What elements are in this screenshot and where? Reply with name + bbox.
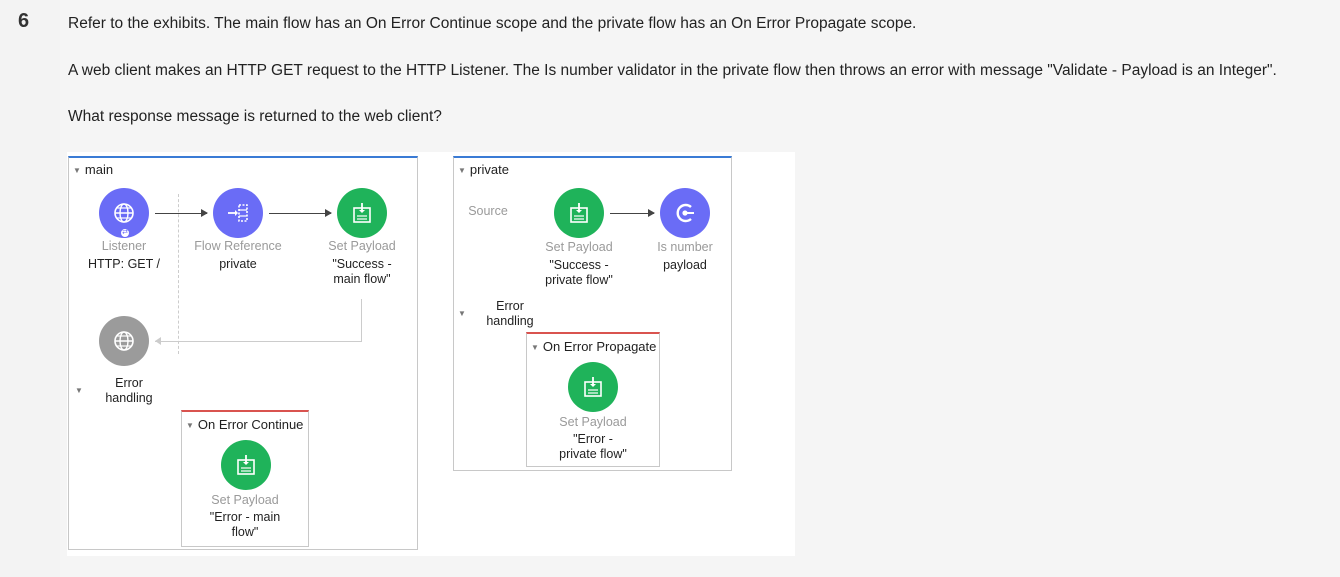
on-error-propagate-title: ▼On Error Propagate <box>531 339 657 354</box>
private-setpayload-type-label: Set Payload <box>545 240 613 254</box>
flowref-name-label: private <box>219 257 257 271</box>
propagate-setpayload-value-line2: private flow" <box>559 447 627 461</box>
question-text-line3: What response message is returned to the… <box>68 108 442 125</box>
response-globe-icon[interactable] <box>99 316 149 366</box>
set-payload-icon[interactable] <box>337 188 387 238</box>
error-setpayload-type-label: Set Payload <box>211 493 279 507</box>
return-line-horizontal <box>155 341 362 342</box>
propagate-setpayload-value-line1: "Error - <box>573 432 613 446</box>
source-separator <box>178 194 179 354</box>
isnumber-type-label: Is number <box>657 240 713 254</box>
private-setpayload-value-line1: "Success - <box>549 258 609 272</box>
propagate-setpayload-type-label: Set Payload <box>559 415 627 429</box>
listener-response-badge-icon: ⇄ <box>120 228 130 238</box>
question-gutter: 6 <box>0 0 60 577</box>
arrow-flowref-to-setpayload <box>269 209 332 217</box>
setpayload-type-label: Set Payload <box>328 239 396 253</box>
private-error-handling-line2: handling <box>486 314 534 328</box>
question-text-line1: Refer to the exhibits. The main flow has… <box>68 15 917 32</box>
error-setpayload-value-line2: flow" <box>231 525 259 539</box>
return-line-vertical <box>361 299 362 341</box>
setpayload-value-line2: main flow" <box>333 272 391 286</box>
on-error-continue-scope: ▼On Error Continue Set Payload "Error - … <box>181 410 309 547</box>
question-text-line2: A web client makes an HTTP GET request t… <box>68 62 1277 79</box>
setpayload-value-line1: "Success - <box>332 257 392 271</box>
error-handling-label-line2: handling <box>105 391 153 405</box>
on-error-continue-title: ▼On Error Continue <box>186 417 304 432</box>
private-error-handling-line1: Error <box>496 299 524 313</box>
flow-reference-icon[interactable] <box>213 188 263 238</box>
private-error-handling-collapse-icon[interactable]: ▼ <box>458 309 466 318</box>
error-handling-label-line1: Error <box>115 376 143 390</box>
exhibit-image: ▼main ⇄ Listener HTTP: GET / Flow Refere… <box>67 152 795 556</box>
private-set-payload-icon[interactable] <box>554 188 604 238</box>
listener-name-label: HTTP: GET / <box>88 257 160 271</box>
main-flow-title: ▼main <box>73 162 114 177</box>
arrow-setpayload-to-isnumber <box>610 209 655 217</box>
source-placeholder-label: Source <box>468 204 508 218</box>
is-number-validation-icon[interactable] <box>660 188 710 238</box>
flowref-type-label: Flow Reference <box>194 239 282 253</box>
on-error-propagate-scope: ▼On Error Propagate Set Payload "Error -… <box>526 332 660 467</box>
main-flow-box: ▼main ⇄ Listener HTTP: GET / Flow Refere… <box>68 156 418 550</box>
isnumber-name-label: payload <box>663 258 707 272</box>
question-number: 6 <box>18 10 30 32</box>
listener-type-label: Listener <box>101 239 147 253</box>
return-arrowhead <box>155 337 161 345</box>
error-handling-collapse-icon[interactable]: ▼ <box>75 386 83 395</box>
error-set-payload-icon[interactable] <box>221 440 271 490</box>
private-flow-box: ▼private Source Set Payload "Success - p… <box>453 156 732 471</box>
private-flow-title: ▼private <box>458 162 509 177</box>
error-setpayload-value-line1: "Error - main <box>209 510 281 524</box>
arrow-listener-to-flowref <box>155 209 208 217</box>
propagate-set-payload-icon[interactable] <box>568 362 618 412</box>
private-setpayload-value-line2: private flow" <box>545 273 613 287</box>
